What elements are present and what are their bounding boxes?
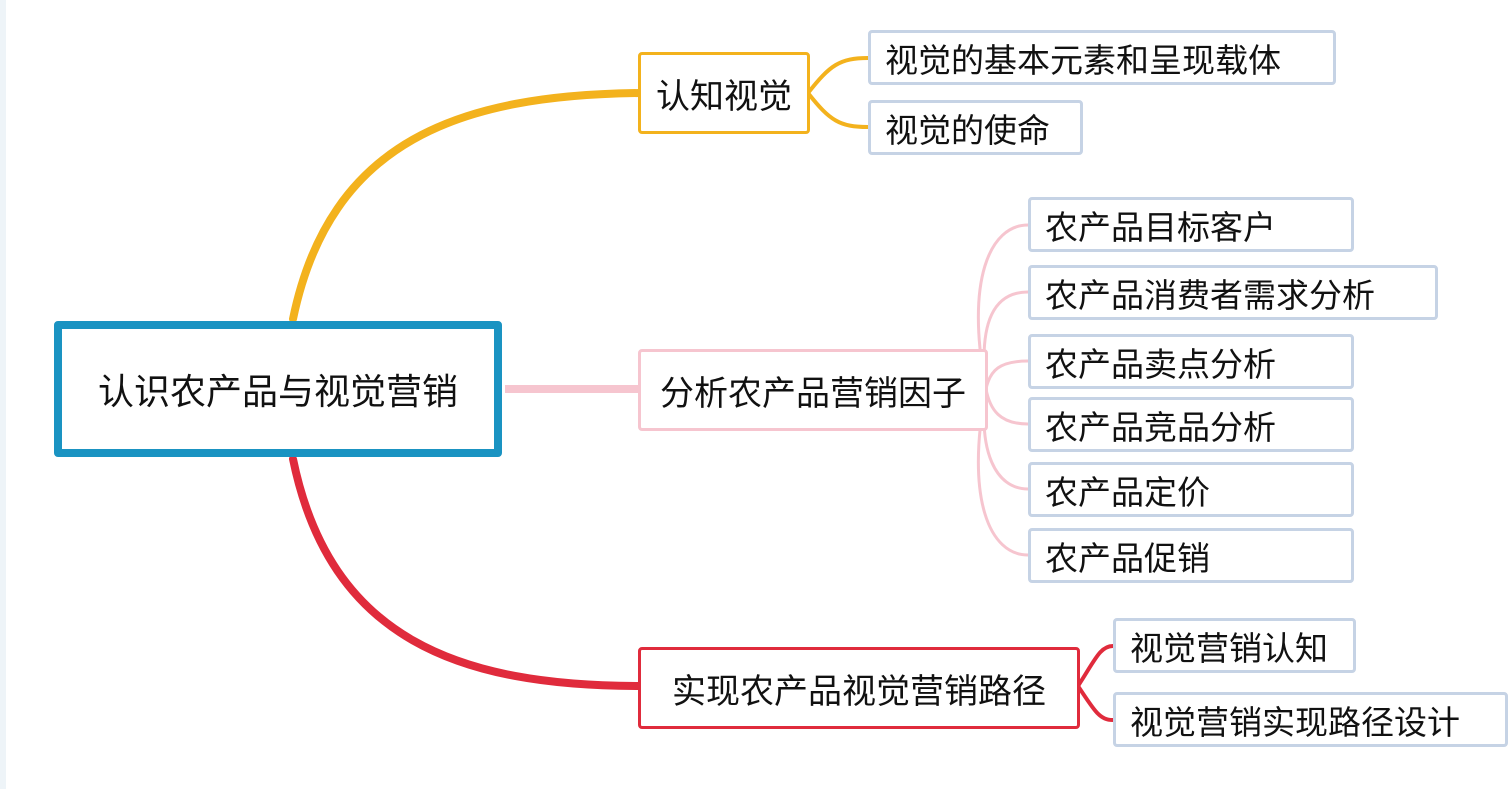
connector-branch-2-leaf-4 bbox=[984, 388, 1029, 426]
leaf-label: 视觉营销实现路径设计 bbox=[1130, 702, 1460, 742]
branch-label: 认知视觉 bbox=[656, 76, 792, 117]
leaf-node-2-5[interactable]: 农产品定价 bbox=[1028, 462, 1354, 517]
branch-label: 实现农产品视觉营销路径 bbox=[672, 671, 1046, 712]
connector-branch-3-leaf-2 bbox=[1076, 684, 1114, 722]
leaf-label: 农产品定价 bbox=[1045, 472, 1210, 512]
connector-branch-3-leaf-1 bbox=[1076, 644, 1114, 688]
leaf-label: 视觉的使命 bbox=[885, 110, 1050, 150]
leaf-label: 农产品卖点分析 bbox=[1045, 344, 1276, 384]
leaf-node-2-2[interactable]: 农产品消费者需求分析 bbox=[1028, 265, 1438, 320]
leaf-label: 视觉营销认知 bbox=[1130, 628, 1328, 668]
connector-root-to-branch-1 bbox=[289, 89, 644, 323]
leaf-node-1-2[interactable]: 视觉的使命 bbox=[868, 100, 1083, 155]
branch-node-2[interactable]: 分析农产品营销因子 bbox=[638, 349, 988, 431]
leaf-label: 农产品消费者需求分析 bbox=[1045, 275, 1375, 315]
leaf-label: 视觉的基本元素和呈现载体 bbox=[885, 40, 1281, 80]
leaf-node-2-4[interactable]: 农产品竞品分析 bbox=[1028, 397, 1354, 452]
leaf-label: 农产品促销 bbox=[1045, 538, 1210, 578]
connector-root-to-branch-3 bbox=[289, 455, 644, 690]
branch-label: 分析农产品营销因子 bbox=[660, 373, 966, 414]
root-label: 认识农产品与视觉营销 bbox=[97, 372, 458, 413]
left-edge-strip bbox=[0, 0, 6, 789]
connector-branch-1-leaf-2 bbox=[806, 91, 869, 129]
leaf-node-2-3[interactable]: 农产品卖点分析 bbox=[1028, 334, 1354, 389]
leaf-node-3-1[interactable]: 视觉营销认知 bbox=[1113, 618, 1356, 673]
root-node[interactable]: 认识农产品与视觉营销 bbox=[54, 321, 502, 457]
leaf-node-2-6[interactable]: 农产品促销 bbox=[1028, 528, 1354, 583]
leaf-node-1-1[interactable]: 视觉的基本元素和呈现载体 bbox=[868, 30, 1336, 85]
connector-branch-2-leaf-3 bbox=[984, 359, 1029, 390]
branch-node-3[interactable]: 实现农产品视觉营销路径 bbox=[638, 647, 1080, 729]
leaf-label: 农产品竞品分析 bbox=[1045, 407, 1276, 447]
branch-node-1[interactable]: 认知视觉 bbox=[638, 52, 810, 134]
leaf-node-3-2[interactable]: 视觉营销实现路径设计 bbox=[1113, 692, 1508, 747]
leaf-label: 农产品目标客户 bbox=[1045, 207, 1276, 247]
connector-branch-1-leaf-1 bbox=[806, 56, 869, 95]
leaf-node-2-1[interactable]: 农产品目标客户 bbox=[1028, 197, 1354, 252]
